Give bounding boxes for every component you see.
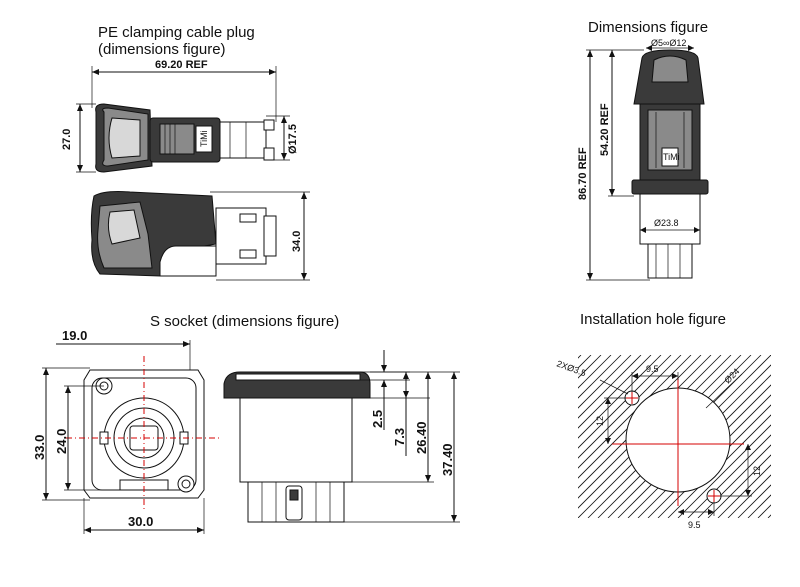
hatch-line bbox=[677, 424, 771, 518]
offset-label: 19.0 bbox=[62, 328, 87, 343]
hatch-line bbox=[578, 355, 642, 419]
socket-height-label: 33.0 bbox=[32, 435, 47, 460]
upper-height-label: 54.20 REF bbox=[599, 103, 611, 156]
body-depth-label: 26.40 bbox=[414, 421, 429, 454]
socket-side-view: 2.5 7.3 26.40 37.40 bbox=[223, 350, 460, 523]
top-offset-label: 9.5 bbox=[646, 364, 659, 374]
hatch-line bbox=[778, 355, 800, 518]
plug-side-view: 34.0 bbox=[90, 191, 310, 281]
bottom-offset-label: 9.5 bbox=[688, 520, 701, 530]
hatch-line bbox=[578, 355, 682, 459]
hatch-line bbox=[578, 355, 632, 409]
hatch-line bbox=[578, 355, 592, 369]
hatch-line bbox=[578, 355, 602, 379]
plug-width-label: 34.0 bbox=[291, 231, 303, 252]
hatch-line bbox=[578, 355, 622, 399]
hatch-line bbox=[727, 474, 771, 518]
hatch-line bbox=[667, 414, 771, 518]
plug-length-label: 69.20 REF bbox=[155, 59, 208, 71]
overall-height-label: 86.70 REF bbox=[577, 147, 589, 200]
socket-title: S socket (dimensions figure) bbox=[150, 313, 339, 330]
hatch-line bbox=[747, 494, 771, 518]
hatch-line bbox=[578, 355, 672, 449]
plug-top-view: 69.20 REF 27.0 TiMi Ø17.5 bbox=[61, 59, 299, 173]
hatch-line bbox=[737, 484, 771, 518]
hatch-line bbox=[578, 355, 662, 439]
plug-diameter-label: Ø17.5 bbox=[287, 124, 299, 154]
hatch-line bbox=[707, 454, 771, 518]
dimensions-title: Dimensions figure bbox=[588, 19, 708, 36]
total-depth-label: 37.40 bbox=[440, 443, 455, 476]
socket-inner-label: 24.0 bbox=[54, 429, 69, 454]
hatch-line bbox=[697, 444, 771, 518]
hole-diameter-label: Ø24 bbox=[722, 366, 741, 385]
right-offset-label: 12 bbox=[752, 466, 762, 476]
install-title: Installation hole figure bbox=[580, 311, 726, 328]
plug-subtitle: (dimensions figure) bbox=[98, 41, 226, 58]
front-depth-label: 7.3 bbox=[392, 428, 407, 446]
cable-range-label: Ø5∞Ø12 bbox=[651, 38, 686, 48]
hatch-line bbox=[757, 504, 771, 518]
screw-hole-label: 2XØ3.5 bbox=[555, 358, 587, 378]
hatch-line bbox=[788, 355, 800, 518]
plug-logo: TiMi bbox=[199, 130, 209, 147]
installation-hole-view: 2XØ3.5 9.5 Ø24 12 12 9.5 bbox=[388, 355, 800, 530]
hatch-line bbox=[578, 355, 612, 389]
hatch-line bbox=[578, 355, 692, 469]
hatch-line bbox=[578, 355, 702, 479]
hatch-line bbox=[578, 355, 582, 359]
hatch-line bbox=[388, 355, 551, 518]
plug-height-label: 27.0 bbox=[61, 129, 73, 150]
hatch-line bbox=[408, 355, 571, 518]
plug-title: PE clamping cable plug bbox=[98, 24, 255, 41]
socket-width-label: 30.0 bbox=[128, 514, 153, 529]
flange-thickness-label: 2.5 bbox=[370, 410, 385, 428]
hatch-line bbox=[717, 464, 771, 518]
left-offset-label: 12 bbox=[595, 416, 605, 426]
vertical-view: Ø5∞Ø12 TiMi Ø23.8 86.70 REF 54.20 R bbox=[577, 38, 709, 281]
hatch-line bbox=[767, 514, 771, 518]
hatch-line bbox=[578, 355, 652, 429]
socket-front-view: 19.0 33.0 24.0 bbox=[32, 328, 222, 534]
vertical-logo: TiMi bbox=[663, 152, 680, 162]
flange-dia-label: Ø23.8 bbox=[654, 218, 679, 228]
